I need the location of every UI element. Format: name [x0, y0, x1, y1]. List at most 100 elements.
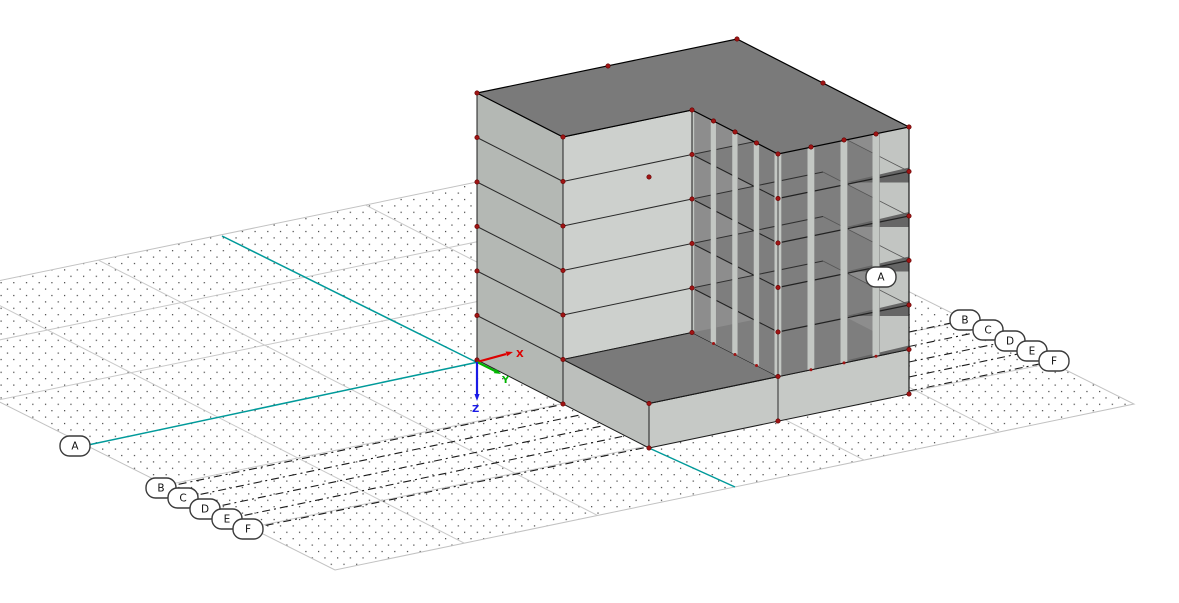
bubble-shape[interactable] — [865, 266, 897, 288]
floor-line — [562, 243, 693, 271]
grid-bubble-a-left[interactable]: A — [59, 435, 91, 457]
structure-node[interactable] — [906, 391, 912, 397]
structure-node[interactable] — [906, 302, 912, 308]
structure-node[interactable] — [560, 401, 566, 407]
grid-axis-line-y — [221, 235, 477, 363]
structure-node[interactable] — [906, 124, 912, 130]
structure-node[interactable] — [560, 312, 566, 318]
grid-line-c-left — [182, 414, 581, 499]
structure-node[interactable] — [560, 134, 566, 140]
column-base-node[interactable] — [842, 361, 846, 365]
bubble-shape[interactable] — [232, 518, 264, 540]
column-base-node[interactable] — [712, 342, 715, 345]
structure-node[interactable] — [906, 169, 912, 175]
floor-line — [476, 315, 564, 360]
grid-bubble-f-right[interactable]: F — [1038, 350, 1070, 372]
structure-node[interactable] — [775, 329, 781, 335]
grid-axis-line-a — [87, 361, 477, 446]
grid-bubble-a-right[interactable]: A — [865, 266, 897, 288]
grid-line-f-right — [908, 360, 1055, 392]
structure-node[interactable] — [808, 144, 814, 150]
structure-node[interactable] — [689, 152, 695, 158]
structure-node[interactable] — [560, 179, 566, 185]
fe-nodes[interactable] — [474, 36, 912, 451]
y-axis-label: Y — [501, 375, 510, 386]
structure-node[interactable] — [646, 174, 652, 180]
grid-bubble-f-left[interactable]: F — [232, 518, 264, 540]
column[interactable] — [753, 142, 760, 366]
bubble-shape[interactable] — [59, 435, 91, 457]
structure-node[interactable] — [646, 445, 652, 451]
bubble-shape[interactable] — [1038, 350, 1070, 372]
structure-node[interactable] — [775, 240, 781, 246]
structure-node[interactable] — [841, 137, 847, 143]
x-axis-line — [476, 353, 507, 364]
structure-node[interactable] — [775, 373, 781, 379]
structure-node[interactable] — [474, 224, 480, 230]
structure-node[interactable] — [775, 151, 781, 157]
column-base-node[interactable] — [809, 368, 813, 372]
structure-node[interactable] — [873, 131, 879, 137]
structure-node[interactable] — [732, 129, 738, 135]
y-axis-line — [476, 361, 496, 372]
structure-node[interactable] — [689, 329, 695, 335]
structure-node[interactable] — [605, 63, 611, 69]
structure-node[interactable] — [474, 135, 480, 141]
bubble-letter: D — [1006, 336, 1014, 348]
grid-line-b-left — [160, 404, 561, 489]
column[interactable] — [840, 140, 848, 363]
structure-node[interactable] — [906, 213, 912, 219]
grid-bubble-c-right[interactable]: C — [972, 319, 1004, 341]
structure-node[interactable] — [775, 284, 781, 290]
bubble-letter: C — [984, 325, 991, 337]
structure-node[interactable] — [906, 257, 912, 263]
grid-line-d-right — [908, 340, 1011, 363]
structure-node[interactable] — [689, 107, 695, 113]
grid-bubble-c-left[interactable]: C — [167, 487, 199, 509]
structure-node[interactable] — [775, 418, 781, 424]
z-axis-label: Z — [472, 404, 479, 415]
column[interactable] — [690, 110, 695, 333]
structure-node[interactable] — [906, 346, 912, 352]
column[interactable] — [807, 147, 815, 370]
structure-node[interactable] — [689, 285, 695, 291]
grid-line-e-right — [908, 350, 1033, 378]
structure-node[interactable] — [474, 179, 480, 185]
grid-line-f-left — [247, 446, 649, 530]
structure-node[interactable] — [474, 90, 480, 96]
floor-line — [476, 181, 564, 227]
structure-node[interactable] — [775, 196, 781, 202]
floor-line — [476, 226, 564, 271]
structure-node[interactable] — [560, 356, 566, 362]
structure-node[interactable] — [560, 267, 566, 273]
column-base-node[interactable] — [755, 364, 758, 367]
column[interactable] — [872, 133, 880, 357]
structure-node[interactable] — [689, 241, 695, 247]
bubble-letter: A — [877, 272, 885, 284]
bubble-shape[interactable] — [972, 319, 1004, 341]
bubble-letter: B — [157, 483, 164, 495]
column-base-node[interactable] — [733, 353, 737, 356]
column-base-node[interactable] — [874, 354, 878, 358]
structure-node[interactable] — [474, 312, 480, 318]
frame-interior[interactable] — [690, 110, 910, 377]
bubble-shape[interactable] — [167, 487, 199, 509]
structure-node[interactable] — [753, 140, 759, 146]
bubble-letter: B — [961, 315, 968, 327]
structure-node[interactable] — [820, 80, 826, 86]
structure-node[interactable] — [689, 196, 695, 202]
bubble-letter: F — [245, 524, 251, 536]
structure-node[interactable] — [734, 36, 740, 42]
column[interactable] — [710, 120, 717, 344]
structure-node[interactable] — [710, 118, 716, 124]
structure-node[interactable] — [560, 223, 566, 229]
structure-node[interactable] — [474, 268, 480, 274]
building-model[interactable] — [475, 38, 911, 449]
y-axis-arrowhead — [493, 368, 501, 374]
column[interactable] — [732, 131, 738, 355]
tower-front-wall[interactable] — [562, 109, 693, 361]
structure-node[interactable] — [646, 400, 652, 406]
